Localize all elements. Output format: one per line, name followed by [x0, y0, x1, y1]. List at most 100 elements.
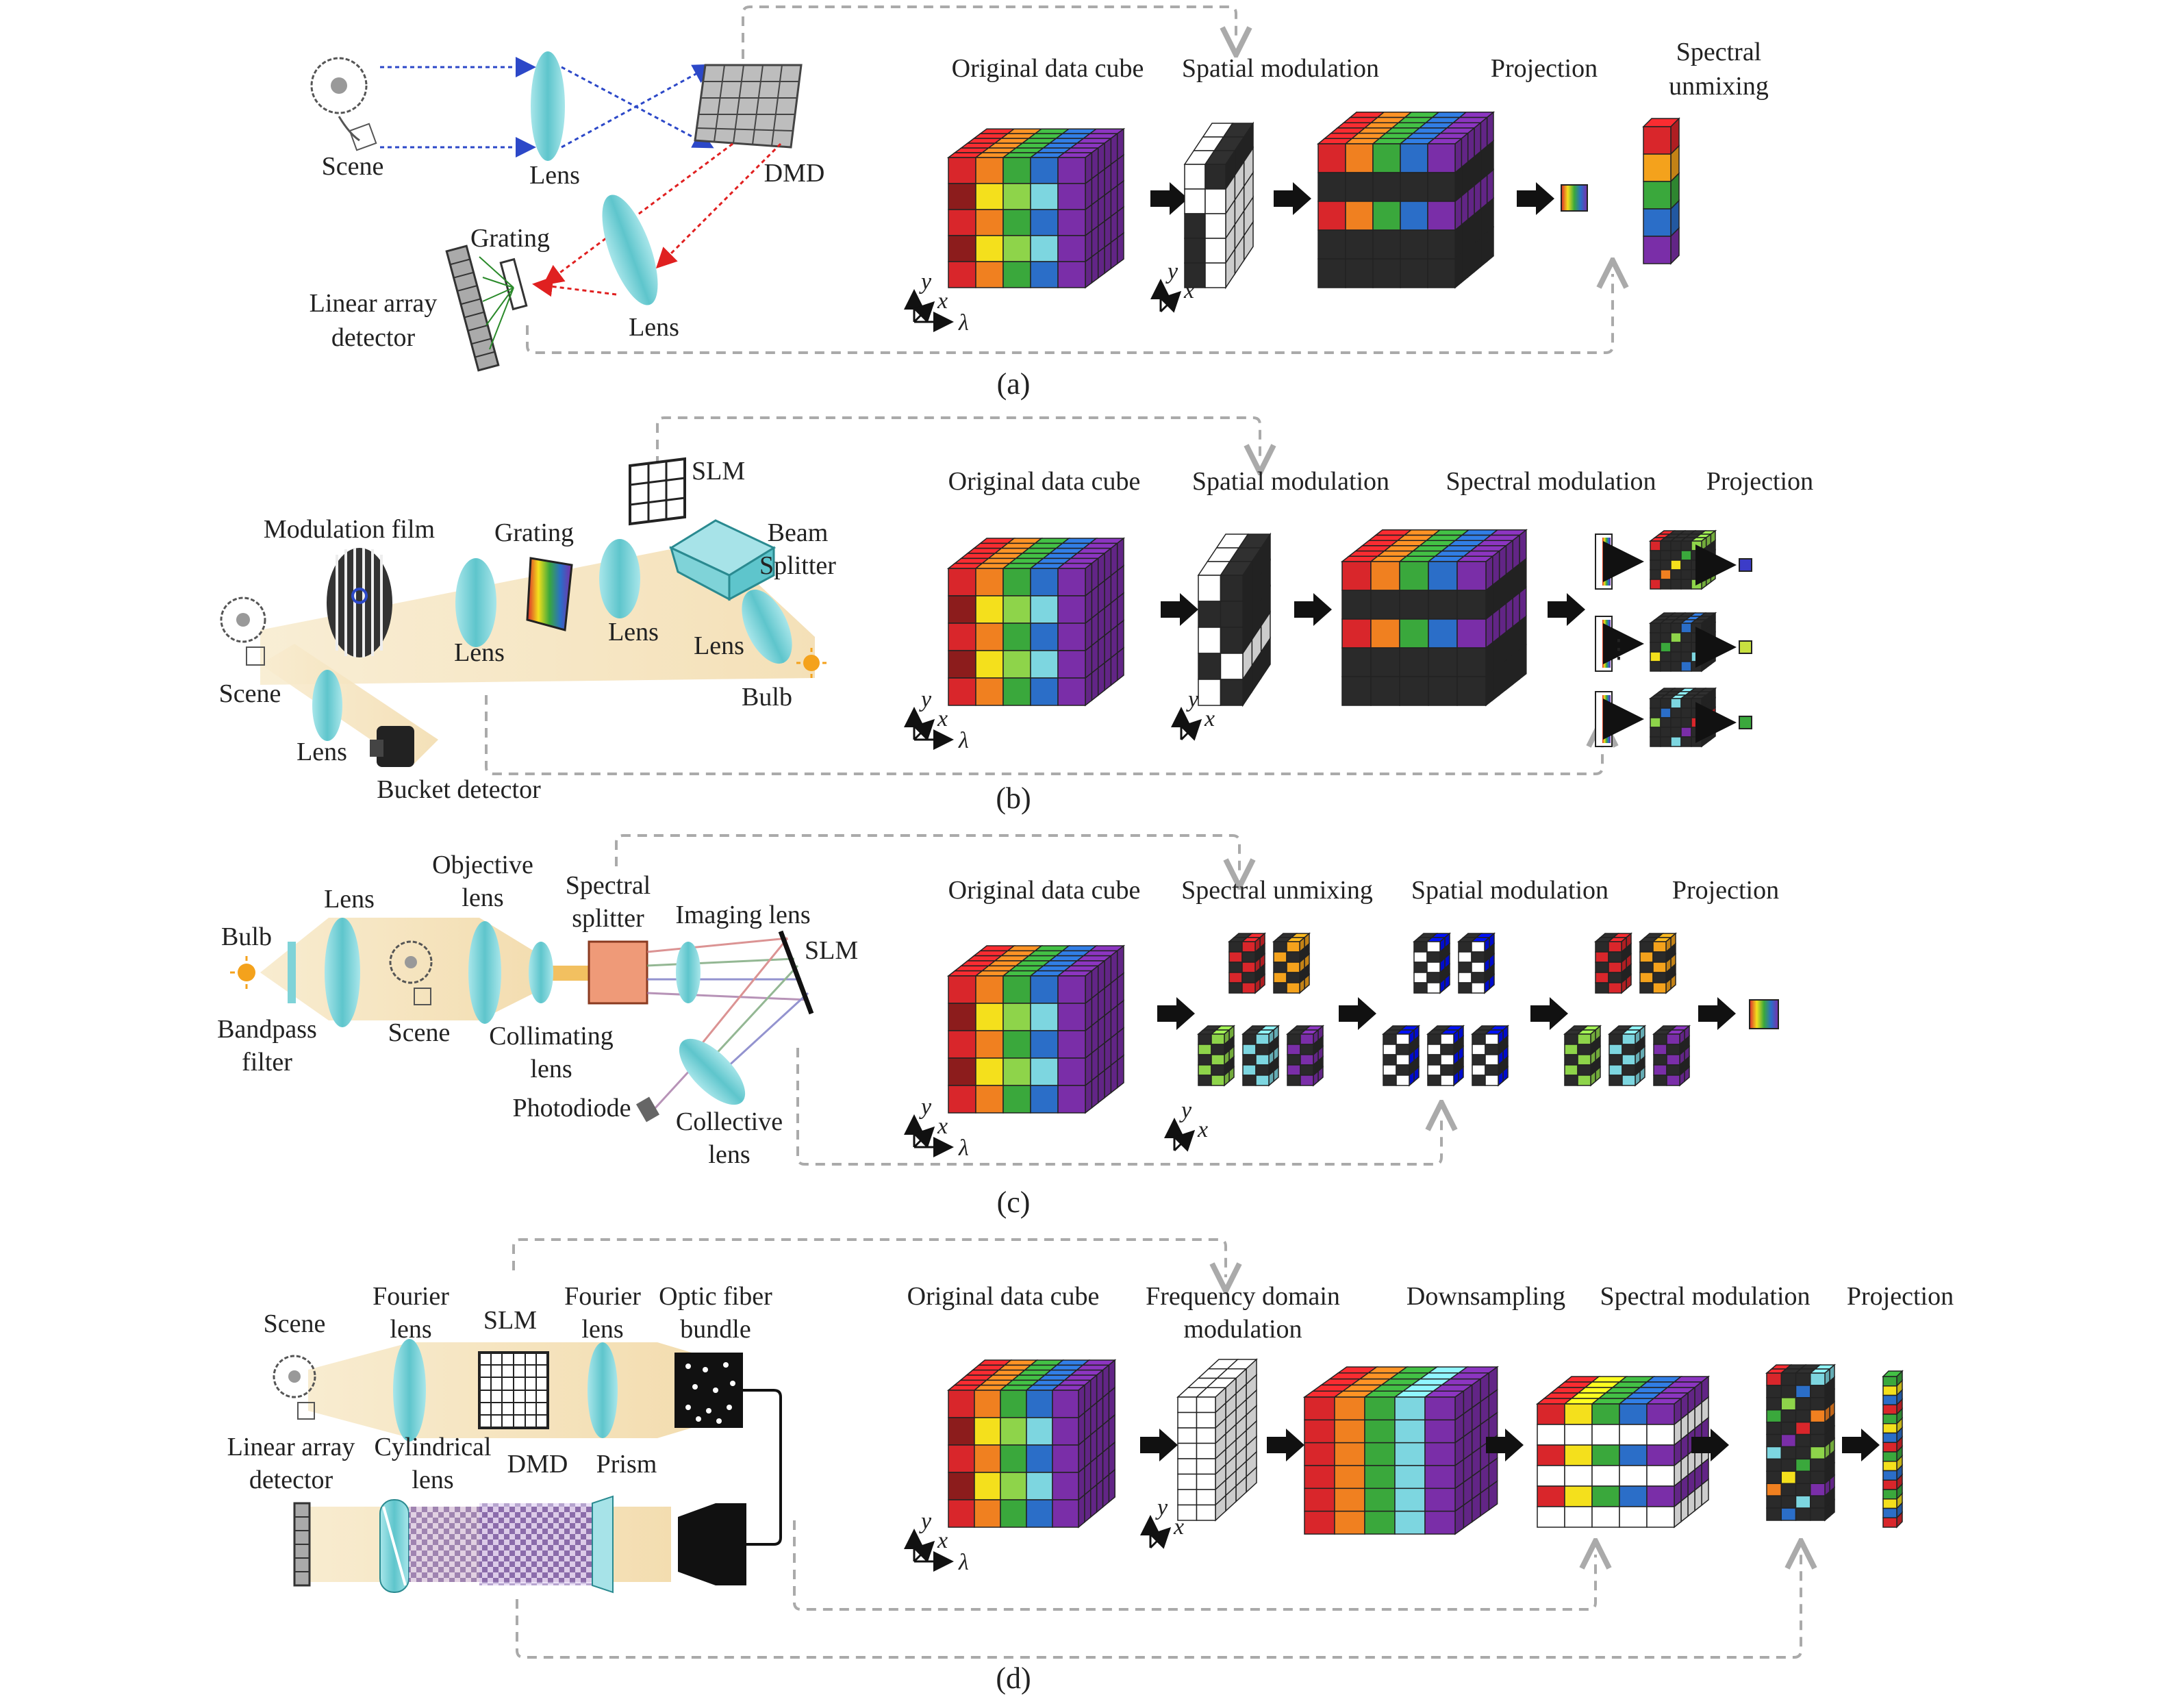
axis-x-label: x	[937, 1528, 948, 1553]
cube-cell	[1345, 201, 1374, 231]
slm-icon	[629, 457, 686, 526]
cube-cell	[1002, 595, 1031, 624]
cube-cell	[1882, 1517, 1897, 1528]
cube-cell	[1413, 951, 1428, 963]
cube-cell	[1660, 661, 1672, 672]
cube-cell	[1198, 653, 1222, 680]
cube-cell	[1002, 1085, 1031, 1114]
cube-cell	[1795, 1458, 1811, 1472]
cube-cell	[1680, 727, 1692, 738]
cube-cell	[1795, 1495, 1811, 1509]
unmixed-band	[1272, 932, 1311, 994]
axes-icon: yxλ	[904, 1094, 969, 1161]
cube-cell	[1196, 1489, 1216, 1506]
axis-x-label: x	[937, 288, 948, 314]
cube-cell	[974, 1417, 1001, 1446]
downsampled-cube	[1302, 1366, 1499, 1535]
cube-cell	[1364, 1419, 1396, 1444]
cube-cell	[1000, 1499, 1027, 1528]
cube-cell	[1670, 579, 1682, 590]
cube-cell	[1670, 736, 1682, 747]
cube-cell	[1030, 568, 1059, 596]
cube-cell	[1660, 642, 1672, 653]
cube-cell	[1456, 618, 1487, 649]
cube-cell	[1643, 126, 1672, 155]
cube-cell	[1424, 1442, 1456, 1466]
cube-cell	[1766, 1409, 1782, 1423]
cube-cell	[1619, 1465, 1648, 1487]
cube-cell	[1052, 1444, 1079, 1473]
cube-cell	[1795, 1433, 1811, 1448]
cube-cell	[1399, 618, 1429, 649]
cube-cell	[1795, 1397, 1811, 1411]
cube-cell	[1680, 717, 1692, 728]
cube-cell	[1882, 1432, 1897, 1443]
cube-cell	[1255, 1054, 1270, 1066]
cube-cell	[1458, 972, 1472, 983]
cube-cell	[1255, 1064, 1270, 1076]
cube-cell	[1334, 1442, 1365, 1466]
cube-cell	[1242, 1033, 1257, 1045]
cube-cell	[1002, 235, 1031, 262]
cube-cell	[1427, 229, 1456, 260]
cube-cell	[1680, 560, 1692, 570]
cube-cell	[1670, 540, 1682, 551]
cube-cell	[1485, 1054, 1499, 1066]
cube-cell	[1196, 1473, 1216, 1490]
lens-label-b1: Lens	[454, 638, 505, 667]
cube-cell	[1198, 627, 1222, 654]
cube-cell	[1394, 1510, 1426, 1535]
cube-cell	[1399, 676, 1429, 706]
lens-label-c: Lens	[324, 885, 375, 914]
cube-cell	[1242, 1064, 1257, 1076]
cube-cell	[1650, 642, 1661, 653]
cube-cell	[1057, 157, 1086, 184]
cube-cell	[1766, 1421, 1782, 1435]
cube-cell	[1660, 632, 1672, 643]
cube-cell	[1652, 941, 1667, 953]
cube-cell	[1334, 1510, 1365, 1535]
cube-cell	[1650, 569, 1661, 580]
cube-cell	[1026, 1444, 1053, 1473]
panel-d: Scene Fourier lens SLM Fourier lens	[227, 1238, 1954, 1695]
cube-cell	[1795, 1507, 1811, 1521]
axis-x-label: x	[1197, 1117, 1208, 1142]
cube-cell	[1198, 1044, 1212, 1055]
cube-cell	[1242, 1054, 1257, 1066]
fourier1-label-2: lens	[390, 1315, 431, 1344]
feedback-loop-d-bottom	[516, 1555, 1801, 1659]
cube-cell	[1317, 201, 1346, 231]
cube-cell	[1370, 618, 1400, 649]
cube-cell	[1471, 941, 1485, 953]
cube-cell	[1255, 1075, 1270, 1086]
cube-cell	[1372, 172, 1401, 202]
cube-cell	[1196, 1442, 1216, 1459]
cube-cell	[1660, 698, 1672, 709]
cube-cell	[1609, 1064, 1623, 1076]
cube-cell	[1795, 1446, 1811, 1460]
original-data-cube	[946, 537, 1126, 707]
cube-cell	[1424, 1419, 1456, 1444]
ellipsis: ⋮	[1606, 635, 1632, 664]
cube-cell	[1026, 1390, 1053, 1418]
cube-cell	[1646, 1465, 1675, 1487]
bucket-detector-icon	[370, 726, 414, 767]
axis-y-label: y	[919, 687, 932, 712]
cube-cell	[948, 975, 976, 1004]
cube-cell	[1608, 941, 1622, 953]
cube-cell	[948, 157, 976, 184]
cube-cell	[1427, 1054, 1441, 1066]
cube-cell	[1220, 575, 1244, 602]
cube-cell	[1198, 1054, 1212, 1066]
unmixed-band	[1241, 1025, 1281, 1087]
lens2-label: Lens	[629, 313, 679, 342]
bulb-label-b: Bulb	[742, 683, 792, 712]
cube-cell	[975, 568, 1004, 596]
cube-cell	[1650, 698, 1661, 709]
cube-cell	[1052, 1390, 1079, 1418]
fiber-label-2: bundle	[680, 1315, 750, 1344]
slm-label: SLM	[692, 457, 745, 486]
cube-cell	[1184, 164, 1206, 190]
cube-cell	[1228, 972, 1243, 983]
cyl-label-2: lens	[412, 1466, 453, 1494]
